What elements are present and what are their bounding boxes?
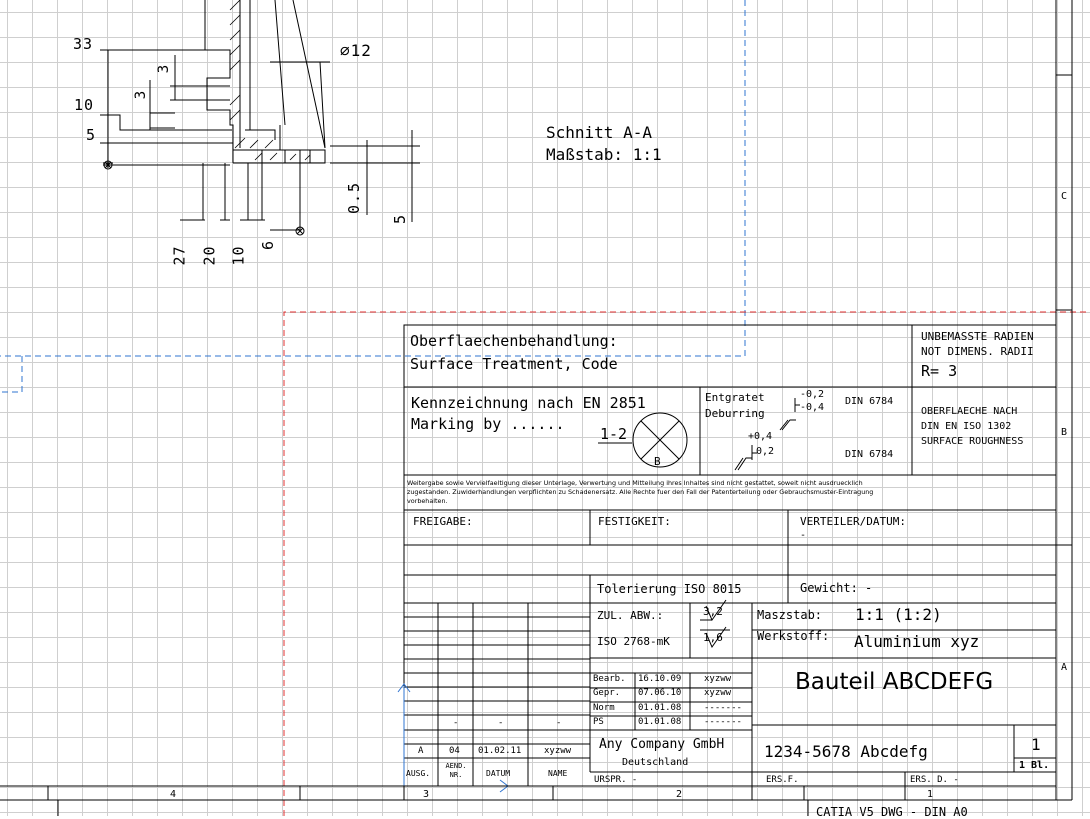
header-ausg: AUSG. [406, 769, 431, 778]
verteiler-label: VERTEILER/DATUM: [800, 515, 906, 528]
dim-20[interactable]: 20 [200, 245, 219, 266]
approval-role: Gepr. [593, 688, 621, 698]
dim-diameter[interactable]: ∅12 [340, 41, 372, 60]
company-name: Any Company GmbH [599, 737, 725, 752]
marking-symbol-letter: B [654, 455, 661, 468]
dim-10-bottom[interactable]: 10 [229, 245, 248, 266]
marking-code: 1-2 [600, 425, 628, 443]
roughness-3-2: 3,2 [703, 605, 723, 618]
din-6784-b: DIN 6784 [845, 449, 894, 460]
approval-date: 01.01.08 [638, 717, 682, 727]
border-row-a: A [1061, 662, 1068, 673]
verteiler-value: - [800, 530, 807, 541]
revision-dash-1: - [453, 718, 459, 728]
header-datum: DATUM [486, 769, 511, 778]
dim-5[interactable]: 5 [86, 126, 96, 144]
part-name[interactable]: Bauteil ABCDEFG [795, 669, 994, 695]
edge-tol-lower: 0,2 [756, 446, 775, 457]
legal-line-1: Weitergabe sowie Vervielfaeltigung diese… [407, 479, 863, 487]
unbemasste-en: NOT DIMENS. RADII [921, 345, 1034, 358]
dim-33[interactable]: 33 [73, 35, 94, 53]
section-title: Schnitt A-A [546, 123, 652, 142]
approval-role: Bearb. [593, 674, 626, 684]
deburr-de: Entgratet [705, 391, 765, 404]
surface-norm-3: SURFACE ROUGHNESS [921, 436, 1024, 447]
approval-name: ------- [704, 703, 742, 713]
dim-10[interactable]: 10 [74, 96, 95, 114]
werkstoff-label: Werkstoff: [757, 629, 830, 643]
deburr-en: Deburring [705, 407, 765, 420]
surface-treatment-en: Surface Treatment, Code [410, 355, 618, 373]
border-row-c: C [1061, 191, 1068, 202]
approval-name: xyzww [704, 674, 732, 684]
header-aend: AEND. NR. [445, 762, 467, 779]
revision-aend: 04 [449, 746, 460, 756]
company-country: Deutschland [622, 757, 689, 768]
dim-3b[interactable]: 3 [133, 90, 150, 100]
revision-ausg: A [418, 746, 424, 756]
drawing-number[interactable]: 1234-5678 Abcdefg [764, 742, 928, 761]
zul-abw-label: ZUL. ABW.: [597, 609, 664, 622]
approval-name: ------- [704, 717, 742, 727]
deburr-tol-lower: -0,4 [800, 402, 825, 413]
border-col-1: 1 [927, 789, 934, 800]
border-row-b: B [1061, 427, 1068, 438]
dim-3a[interactable]: 3 [156, 64, 173, 74]
approval-date: 07.06.10 [638, 688, 682, 698]
revision-dash-2: - [498, 718, 504, 728]
revision-dash-3: - [556, 718, 562, 728]
sheet-label: 1 Bl. [1019, 760, 1050, 771]
sheet-number: 1 [1031, 735, 1041, 754]
massstab-label: Maszstab: [757, 608, 823, 622]
radius-value: R= 3 [921, 362, 958, 380]
din-6784-a: DIN 6784 [845, 396, 894, 407]
revision-datum: 01.02.11 [478, 746, 522, 756]
dim-27[interactable]: 27 [170, 245, 189, 266]
surface-treatment-de: Oberflaechenbehandlung: [410, 332, 618, 350]
iso-2768-label: ISO 2768-mK [597, 635, 670, 648]
festigkeit-label: FESTIGKEIT: [598, 515, 671, 528]
massstab-value: 1:1 (1:2) [855, 605, 942, 624]
marking-de: Kennzeichnung nach EN 2851 [411, 394, 646, 412]
ersetzt-durch: ERS. D. - [910, 775, 959, 785]
legal-line-3: vorbehalten. [407, 497, 448, 505]
gewicht: Gewicht: - [800, 581, 873, 595]
approval-date: 16.10.09 [638, 674, 682, 684]
legal-line-2: zugestanden. Zuwiderhandlungen verpflich… [407, 488, 874, 496]
marking-en: Marking by ...... [411, 415, 565, 433]
section-scale: Maßstab: 1:1 [546, 145, 662, 164]
werkstoff-value: Aluminium xyz [854, 632, 980, 651]
freigabe-label: FREIGABE: [413, 515, 473, 528]
border-col-3: 3 [423, 789, 430, 800]
edge-tol-upper: +0,4 [748, 431, 773, 442]
dim-5-right[interactable]: 5 [391, 214, 410, 225]
roughness-1-6: 1,6 [703, 631, 723, 644]
dim-0-5[interactable]: 0.5 [345, 180, 364, 215]
border-col-4: 4 [170, 789, 177, 800]
approval-name: xyzww [704, 688, 732, 698]
unbemasste-de: UNBEMASSTE RADIEN [921, 330, 1034, 343]
tolerierung: Tolerierung ISO 8015 [597, 582, 742, 596]
ersatz-fuer: ERS.F. [766, 775, 799, 785]
approval-date: 01.01.08 [638, 703, 682, 713]
approval-role: PS [593, 717, 604, 727]
format-label: CATIA V5 DWG - DIN A0 [816, 805, 968, 819]
approval-role: Norm [593, 703, 615, 713]
ursprung: URSPR. - [594, 775, 638, 785]
dim-6[interactable]: 6 [259, 240, 278, 251]
deburr-tol-upper: -0,2 [800, 389, 825, 400]
revision-name: xyzww [544, 746, 572, 756]
header-name: NAME [548, 769, 568, 778]
surface-norm-1: OBERFLAECHE NACH [921, 406, 1018, 417]
border-col-2: 2 [676, 789, 683, 800]
surface-norm-2: DIN EN ISO 1302 [921, 421, 1012, 432]
